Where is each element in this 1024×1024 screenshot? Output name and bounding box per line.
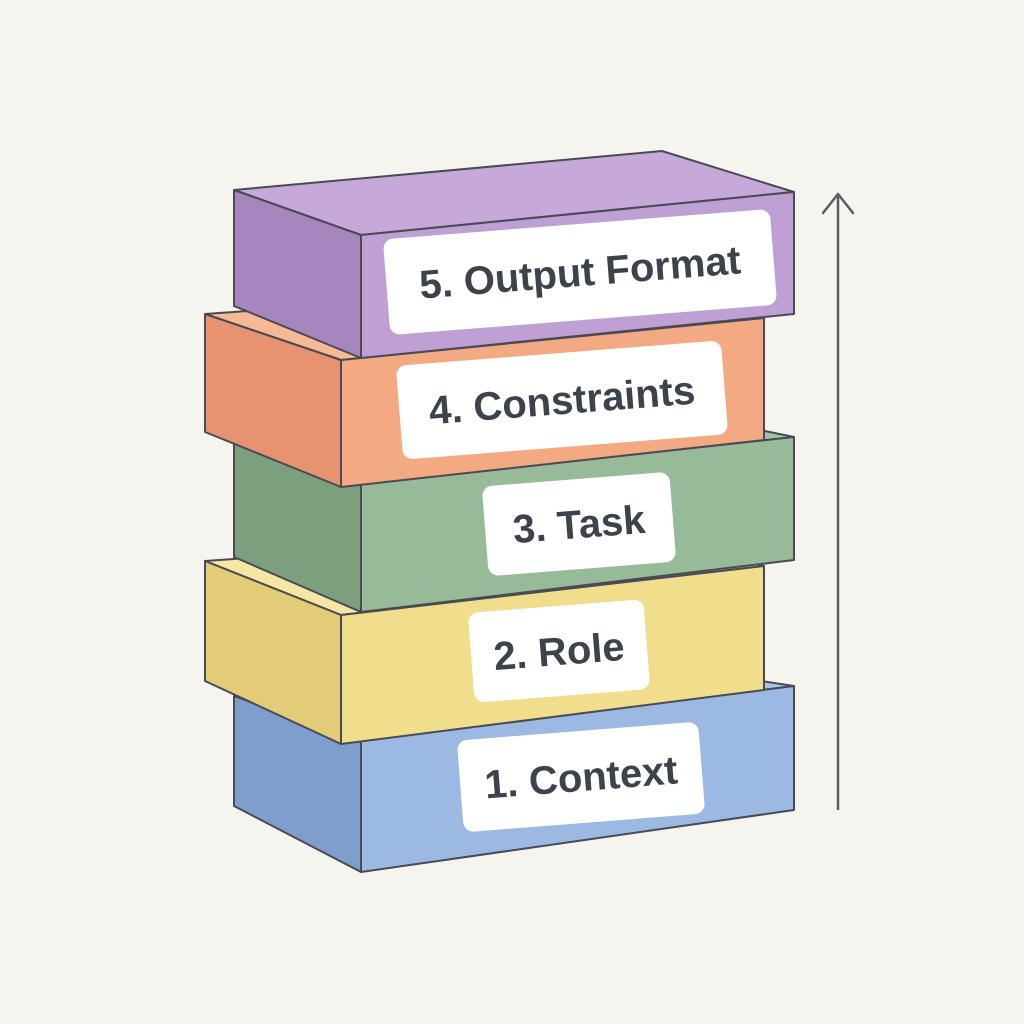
layer-4-label: 4. Constraints <box>396 341 728 459</box>
layer-3-label-text: 3. Task <box>511 498 647 552</box>
layer-5-label-pill <box>383 209 777 335</box>
layer-3-label: 3. Task <box>482 472 676 576</box>
layer-4-label-pill <box>396 341 728 459</box>
layer-1-label-pill <box>457 722 705 832</box>
layer-2-label-pill <box>468 599 650 703</box>
layer-5-label: 5. Output Format <box>383 209 777 335</box>
layer-5-output-format: 5. Output Format <box>233 150 795 359</box>
layer-1-label: 1. Context <box>457 722 705 832</box>
upward-arrow-icon <box>821 192 855 810</box>
layer-2-label: 2. Role <box>468 599 650 703</box>
layer-3-label-pill <box>482 472 676 576</box>
layer-2-label-text: 2. Role <box>492 625 626 679</box>
arrow-head <box>821 192 855 215</box>
